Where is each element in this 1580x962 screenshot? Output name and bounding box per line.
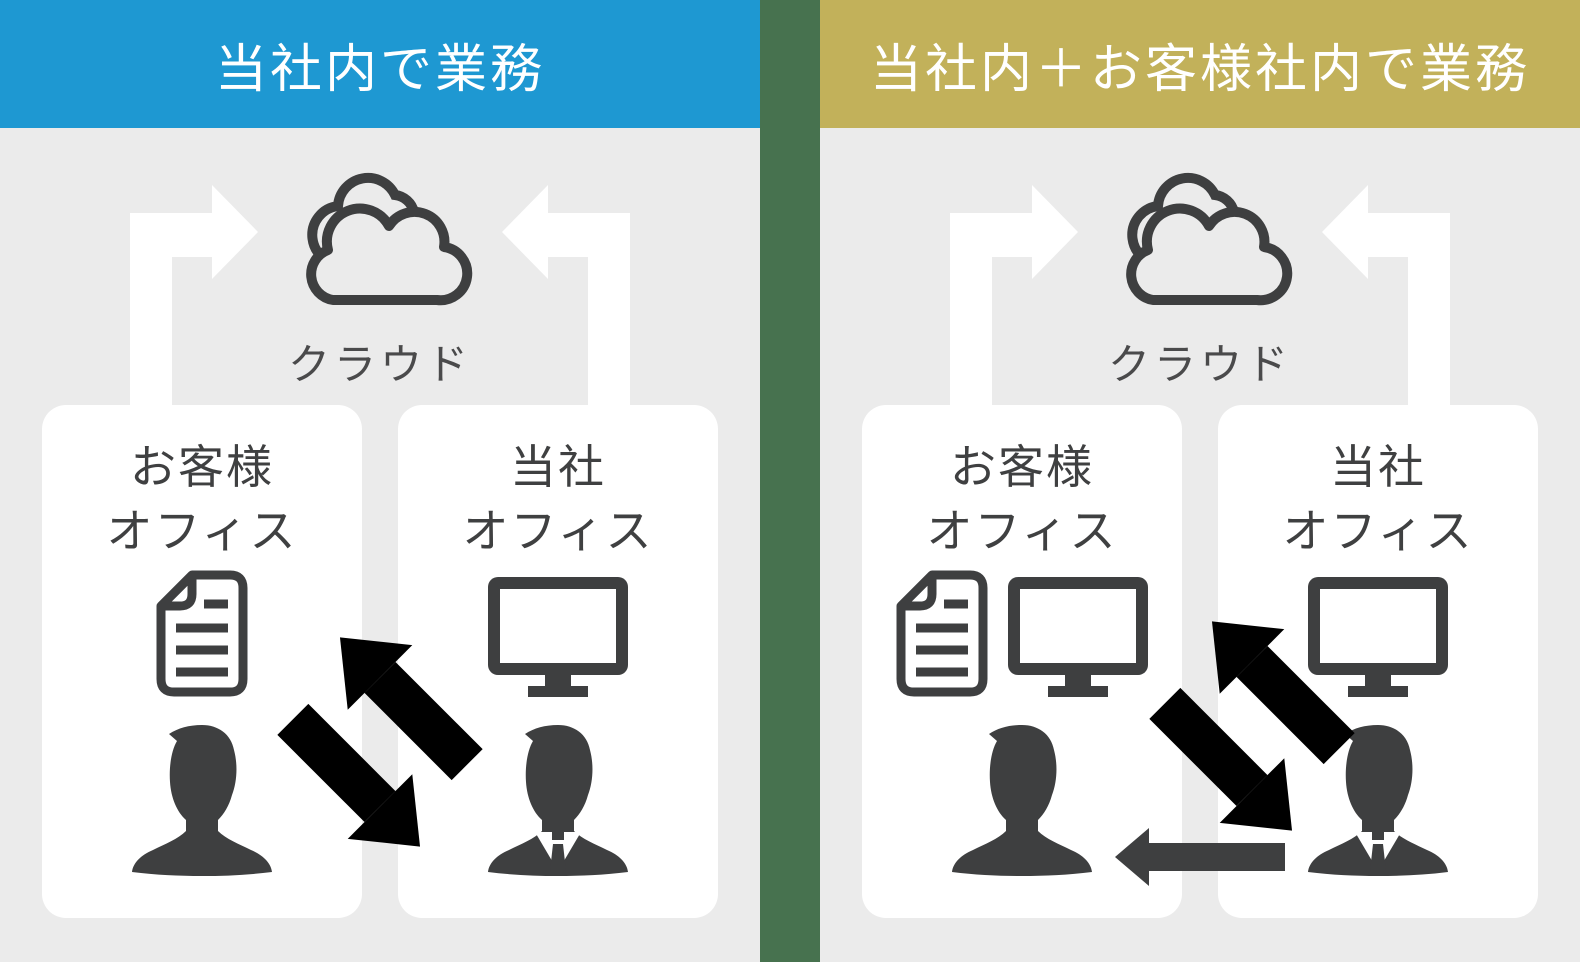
document-icon: [156, 570, 248, 697]
company-office-title: 当社 オフィス: [462, 441, 654, 558]
monitor-icon: [1008, 576, 1148, 697]
document-icon: [896, 570, 988, 697]
customer-office-card: お客様 オフィス: [862, 405, 1182, 918]
cloud-icon: [1126, 172, 1293, 306]
panel-mixed-header: 当社内＋お客様社内で業務: [820, 0, 1580, 128]
company-office-icons: [488, 570, 628, 697]
panel-internal-header: 当社内で業務: [0, 0, 760, 128]
customer-office-title: お客様 オフィス: [926, 441, 1118, 558]
customer-office-card: お客様 オフィス: [42, 405, 362, 918]
cloud-label: クラウド: [1107, 341, 1292, 388]
customer-office-icons: [896, 570, 1148, 697]
company-office-title: 当社 オフィス: [1282, 441, 1474, 558]
monitor-icon: [488, 576, 628, 697]
panel-internal-plus-client-work: 当社内＋お客様社内で業務 クラウド お客様 オフィス: [820, 0, 1580, 962]
panel-divider: [760, 0, 820, 962]
panel-mixed-body: クラウド お客様 オフィス 当社 オフィス: [820, 128, 1580, 962]
panel-internal-body: クラウド お客様 オフィス 当社 オフィス: [0, 128, 760, 962]
swap-arrows-icon: [1147, 621, 1357, 831]
person-business-icon: [483, 721, 633, 876]
handoff-arrow-icon: [1115, 828, 1285, 886]
person-casual-icon: [132, 724, 272, 876]
company-office-card: 当社 オフィス: [398, 405, 718, 918]
panel-internal-title: 当社内で業務: [214, 40, 545, 99]
swap-arrows-icon: [275, 637, 485, 847]
panel-mixed-title: 当社内＋お客様社内で業務: [869, 40, 1530, 99]
panel-internal-work: 当社内で業務 クラウド お客様 オフィス: [0, 0, 760, 962]
customer-office-icons: [156, 570, 248, 697]
cloud-label: クラウド: [287, 341, 472, 388]
person-casual-icon: [952, 724, 1092, 876]
cloud-icon: [306, 172, 473, 306]
customer-office-title: お客様 オフィス: [106, 441, 298, 558]
